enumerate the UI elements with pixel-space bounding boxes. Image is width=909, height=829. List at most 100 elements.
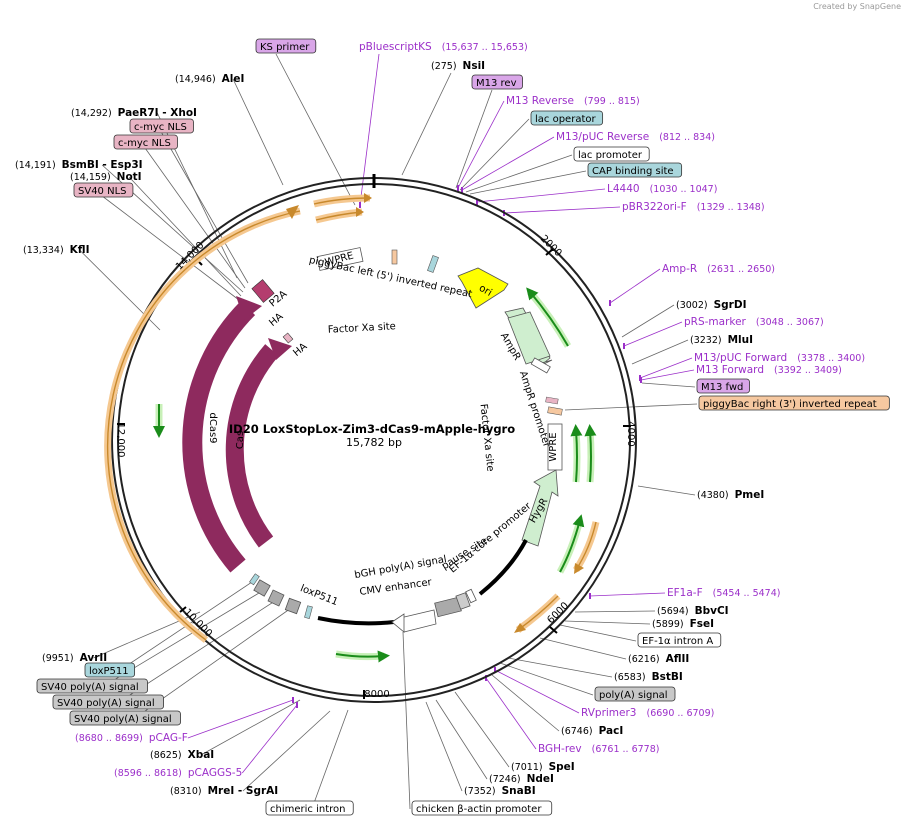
sv40pa-box-2 [267, 589, 285, 607]
inner-label-cmvenh: CMV enhancer [359, 577, 433, 598]
label-ef1af[interactable]: EF1a-F(5454 .. 5474) [667, 587, 780, 599]
label-cap[interactable]: CAP binding site [587, 162, 683, 178]
label-mrei[interactable]: (8310)MreI - SgrAI [170, 785, 278, 797]
label-m13puc[interactable]: M13/pUC Reverse(812 .. 834) [556, 131, 715, 143]
label-loxp511[interactable]: loxP511 [84, 662, 136, 678]
label-bbvci[interactable]: (5694)BbvCI [657, 605, 729, 617]
label-sv40pa3[interactable]: SV40 poly(A) signal [69, 710, 181, 726]
ampr-promoter-box [530, 357, 551, 374]
label-cmyc1[interactable]: c-myc NLS [129, 118, 194, 134]
primer-position: (3048 .. 3067) [756, 317, 824, 328]
label-ef1intron[interactable]: EF-1α intron A [637, 632, 722, 648]
label-pcagf[interactable]: (8680 .. 8699)pCAG-F [75, 732, 188, 744]
dcas9-arc-outer [182, 300, 256, 573]
enzyme-name: NdeI [527, 773, 554, 785]
label-pcaggs5[interactable]: (8596 .. 8618)pCAGGS-5 [114, 767, 242, 779]
enzyme-position: (14,159) [70, 172, 111, 183]
dcas9-arc-outer-head [236, 296, 262, 320]
label-chimeric[interactable]: chimeric intron [265, 800, 354, 816]
label-sv40nls[interactable]: SV40 NLS [73, 182, 134, 198]
enzyme-position: (6746) [561, 726, 593, 737]
label-snabi[interactable]: (7352)SnaBI [464, 785, 536, 797]
label-noti[interactable]: (14,159)NotI [70, 171, 142, 183]
label-m13pucf[interactable]: M13/pUC Forward(3378 .. 3400) [694, 352, 865, 364]
tick-marks [117, 248, 631, 699]
label-lacpro[interactable]: lac promoter [573, 146, 650, 162]
enzyme-position: (7352) [464, 786, 496, 797]
label-alei[interactable]: (14,946) AleI [175, 73, 244, 85]
label-kfli[interactable]: (13,334)KflI [23, 244, 89, 256]
label-l4440[interactable]: L4440(1030 .. 1047) [607, 183, 717, 195]
label-bstbi[interactable]: (6583)BstBI [614, 671, 683, 683]
label-avrii[interactable]: (9951)AvrII [42, 652, 107, 664]
primer-name: EF1a-F [667, 587, 703, 599]
enzyme-position: (14,946) [175, 74, 216, 85]
primer-position: (8596 .. 8618) [114, 768, 182, 779]
enzyme-name: FseI [690, 618, 714, 630]
label-paci[interactable]: (6746)PacI [561, 725, 623, 737]
enzyme-name: SpeI [549, 761, 575, 773]
label-sgrdi[interactable]: (3002) SgrDI [676, 299, 746, 311]
hygr-arrow [521, 469, 559, 547]
label-cmyc2[interactable]: c-myc NLS [113, 134, 178, 150]
label-lacop[interactable]: lac operator [530, 110, 604, 126]
label-pmei[interactable]: (4380)PmeI [697, 489, 764, 501]
enzyme-name: BstBI [652, 671, 683, 683]
label-ksprimer[interactable]: KS primer [255, 38, 317, 54]
enzyme-position: (7011) [511, 762, 543, 773]
label-paer7i[interactable]: (14,292)PaeR7I - XhoI [71, 107, 197, 119]
label-pbks[interactable]: pBluescriptKS(15,637 .. 15,653) [359, 41, 528, 53]
enzyme-name: BbvCI [695, 605, 729, 617]
label-nsii[interactable]: (275)NsiI [431, 60, 485, 72]
feature-name: SV40 poly(A) signal [41, 682, 139, 693]
enzyme-position: (8625) [150, 750, 182, 761]
ef1-thick-arc [478, 539, 528, 596]
inner-label-dcas9b: Cas [235, 431, 246, 449]
label-pbr322[interactable]: pBR322ori-F(1329 .. 1348) [622, 201, 765, 213]
inner-label-ha2: HA [291, 341, 309, 359]
label-ampr[interactable]: Amp-R (2631 .. 2650) [662, 263, 775, 275]
enzyme-name: AleI [222, 73, 245, 85]
orange-arc-left-head [286, 205, 299, 219]
primer-name: Amp-R [662, 263, 697, 275]
label-sv40pa2[interactable]: SV40 poly(A) signal [52, 694, 164, 710]
cas-arc-inner-head [268, 338, 292, 360]
label-m13f[interactable]: M13 Forward(3392 .. 3409) [696, 364, 842, 376]
ori-arrow [457, 267, 509, 309]
label-m13rev[interactable]: M13 rev [471, 74, 523, 90]
feature-name: CAP binding site [592, 166, 674, 177]
label-fsei[interactable]: (5899)FseI [652, 618, 714, 630]
enzyme-position: (3002) [676, 300, 708, 311]
label-bsmbi[interactable]: (14,191)BsmBI - Esp3I [15, 159, 143, 171]
inner-label-dcas9a: dCas9 [207, 412, 218, 443]
inner-label-factorxa1: Factor Xa site [328, 321, 396, 336]
feature-name: c-myc NLS [118, 138, 171, 149]
label-polya[interactable]: poly(A) signal [594, 686, 676, 702]
label-xbai[interactable]: (8625)XbaI [150, 749, 214, 761]
enzyme-position: (13,334) [23, 245, 64, 256]
plasmid-title: ID20 LoxStopLox-Zim3-dCas9-mApple-hygro [229, 422, 515, 436]
label-bghrev[interactable]: BGH-rev(6761 .. 6778) [538, 743, 659, 755]
label-ndei[interactable]: (7246)NdeI [489, 773, 554, 785]
label-afiii[interactable]: (6216)AflII [628, 653, 689, 665]
label-m13fwd[interactable]: M13 fwd [696, 378, 750, 394]
label-rvprimer3[interactable]: RVprimer3(6690 .. 6709) [581, 707, 714, 719]
snapgene-credit: Created by SnapGene [813, 2, 901, 11]
sv40pa-box-1 [253, 579, 271, 597]
label-cbapro[interactable]: chicken β-actin promoter [411, 800, 553, 816]
label-spei[interactable]: (7011) SpeI [511, 761, 575, 773]
inner-label-factorxa2: Factor Xa site [477, 403, 495, 472]
enzyme-position: (9951) [42, 653, 74, 664]
enzyme-name: SgrDI [714, 299, 747, 311]
label-sv40pa1[interactable]: SV40 poly(A) signal [36, 678, 148, 694]
enzyme-position: (4380) [697, 490, 729, 501]
enzyme-position: (3232) [690, 335, 722, 346]
loxp511-box-2 [304, 605, 313, 619]
plasmid-length: 15,782 bp [346, 436, 402, 449]
enzyme-name: AflII [666, 653, 690, 665]
label-prs[interactable]: pRS-marker(3048 .. 3067) [684, 316, 824, 328]
label-pbright[interactable]: piggyBac right (3') inverted repeat [698, 395, 890, 411]
label-m13reverse[interactable]: M13 Reverse(799 .. 815) [506, 95, 640, 107]
label-mlui[interactable]: (3232)MluI [690, 334, 753, 346]
primer-position: (2631 .. 2650) [707, 264, 775, 275]
